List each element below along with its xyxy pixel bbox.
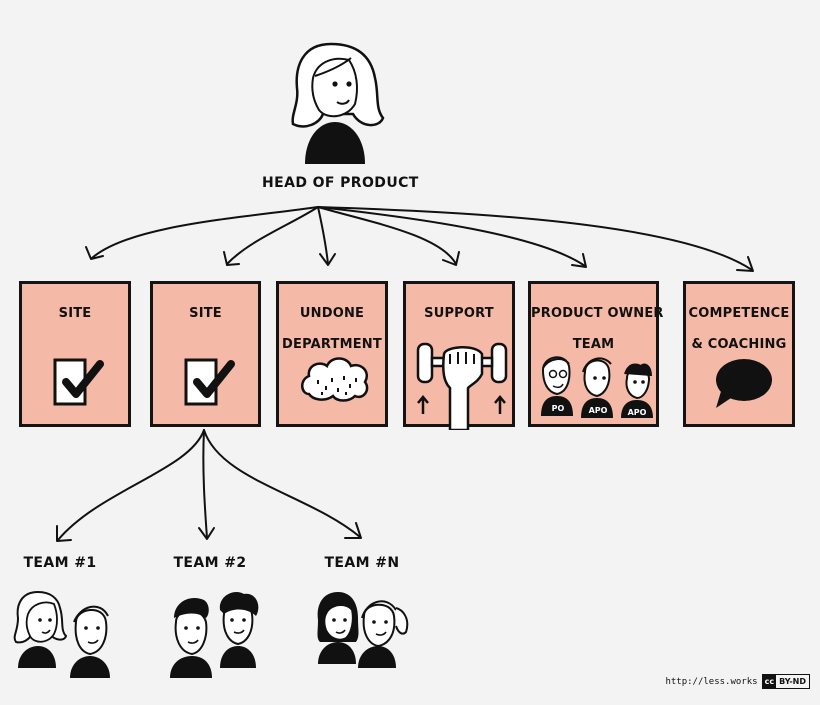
unit-label-line: SITE bbox=[58, 306, 92, 321]
team-n-members bbox=[317, 592, 409, 668]
dumbbell-fist-icon bbox=[416, 342, 508, 430]
checkbox-icon bbox=[184, 358, 235, 406]
head-of-product-avatar bbox=[291, 42, 385, 164]
arrow-to-site-1 bbox=[91, 206, 319, 259]
apo-badge: APO bbox=[588, 406, 608, 415]
rain-cloud-icon bbox=[301, 357, 369, 402]
unit-product-owner-team[interactable]: PRODUCT OWNER TEAM PO APO APO bbox=[528, 281, 664, 427]
checkbox-icon bbox=[53, 358, 104, 406]
team-2-members bbox=[170, 591, 259, 678]
source-url[interactable]: http://less.works bbox=[665, 676, 758, 687]
unit-label-line: SUPPORT bbox=[424, 306, 494, 321]
unit-label-line: TEAM bbox=[572, 337, 615, 352]
unit-label-line: PRODUCT OWNER bbox=[531, 306, 664, 321]
unit-support[interactable]: SUPPORT bbox=[403, 281, 515, 430]
unit-label-line: SITE bbox=[189, 306, 222, 321]
head-of-product-label: HEAD OF PRODUCT bbox=[262, 175, 419, 191]
cc-icon: cc bbox=[762, 675, 777, 688]
unit-undone-department[interactable]: UNDONE DEPARTMENT bbox=[276, 281, 388, 427]
arrow-to-undone bbox=[317, 206, 329, 265]
credit: http://less.works cc BY-ND bbox=[665, 674, 810, 689]
arrow-to-team-n bbox=[203, 429, 361, 538]
arrow-to-support bbox=[317, 206, 457, 265]
arrow-to-team-2 bbox=[202, 429, 208, 539]
team-2-label: TEAM #2 bbox=[173, 555, 247, 571]
unit-label-line: COMPETENCE bbox=[688, 306, 790, 321]
license-badge: cc BY-ND bbox=[761, 674, 810, 689]
unit-site-1[interactable]: SITE bbox=[19, 281, 131, 427]
po-badge: PO bbox=[551, 404, 565, 413]
unit-label-line: & COACHING bbox=[691, 337, 787, 352]
speech-bubble-icon bbox=[716, 359, 772, 408]
team-n-label: TEAM #N bbox=[324, 555, 400, 571]
license-terms: BY-ND bbox=[779, 677, 806, 686]
unit-site-2[interactable]: SITE bbox=[150, 281, 261, 427]
unit-label-line: UNDONE bbox=[299, 306, 365, 321]
arrow-to-po-team bbox=[317, 206, 586, 267]
team-1-members bbox=[13, 590, 110, 678]
arrow-to-site-2 bbox=[226, 206, 319, 265]
unit-competence-coaching[interactable]: COMPETENCE & COACHING bbox=[683, 281, 795, 427]
arrow-to-team-1 bbox=[57, 429, 205, 541]
apo-badge: APO bbox=[627, 408, 647, 417]
unit-label-line: DEPARTMENT bbox=[282, 337, 382, 352]
product-owners-icon bbox=[541, 356, 653, 418]
arrow-to-coaching bbox=[317, 206, 753, 271]
team-1-label: TEAM #1 bbox=[23, 555, 97, 571]
